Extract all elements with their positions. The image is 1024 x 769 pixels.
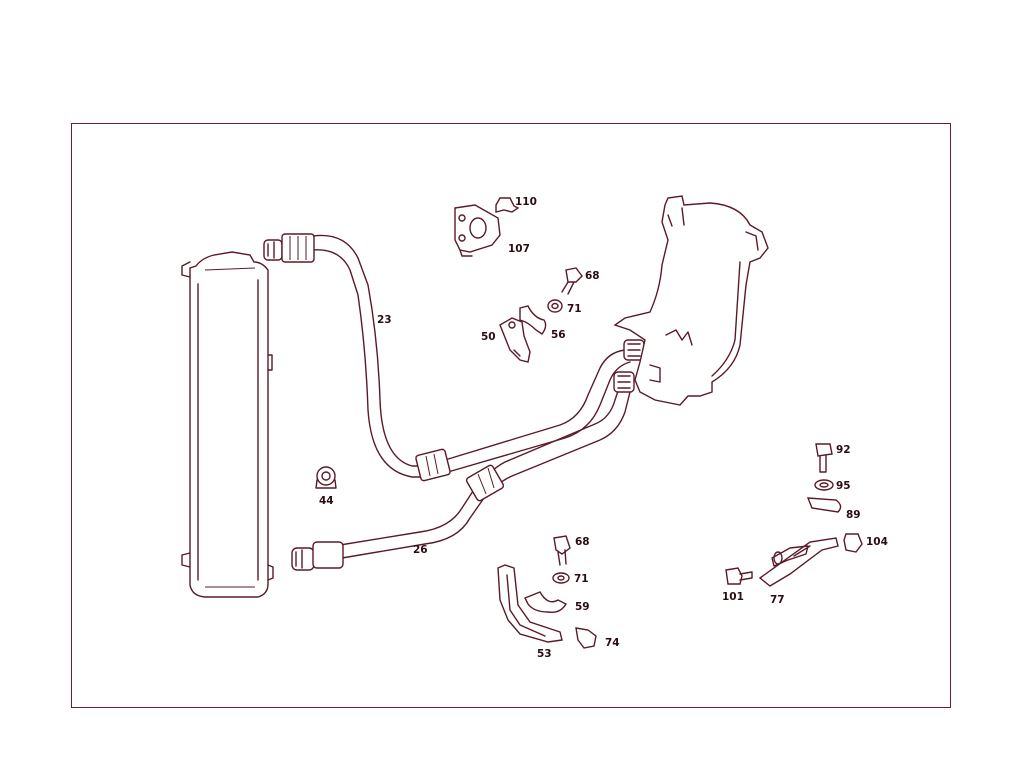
part-labels: 23 26 44 50 53 56 59 68 68 71 71 74 77 8… <box>319 196 888 660</box>
label-44: 44 <box>319 495 334 507</box>
label-107: 107 <box>508 243 530 255</box>
label-77: 77 <box>770 594 785 606</box>
label-74: 74 <box>605 637 620 649</box>
label-89: 89 <box>846 509 861 521</box>
label-26: 26 <box>413 544 428 556</box>
label-68-lower: 68 <box>575 536 590 548</box>
label-104: 104 <box>866 536 888 548</box>
right-fastener-group <box>725 443 863 587</box>
label-68-upper: 68 <box>585 270 600 282</box>
label-92: 92 <box>836 444 851 456</box>
label-101: 101 <box>722 591 744 603</box>
hose-26 <box>291 371 635 571</box>
hose-23 <box>263 233 645 482</box>
label-95: 95 <box>836 480 851 492</box>
label-71-upper: 71 <box>567 303 582 315</box>
label-53: 53 <box>537 648 552 660</box>
grommet-44 <box>315 466 337 489</box>
label-110: 110 <box>515 196 537 208</box>
label-71-lower: 71 <box>574 573 589 585</box>
oil-reservoir <box>613 195 769 406</box>
diagram-frame <box>71 123 951 708</box>
bracket-107 <box>454 197 520 257</box>
oil-cooler <box>181 251 274 598</box>
lower-bracket-group <box>497 535 597 649</box>
label-59: 59 <box>575 601 590 613</box>
label-50: 50 <box>481 331 496 343</box>
label-23: 23 <box>377 314 392 326</box>
upper-fastener-group <box>499 267 583 363</box>
label-56: 56 <box>551 329 566 341</box>
